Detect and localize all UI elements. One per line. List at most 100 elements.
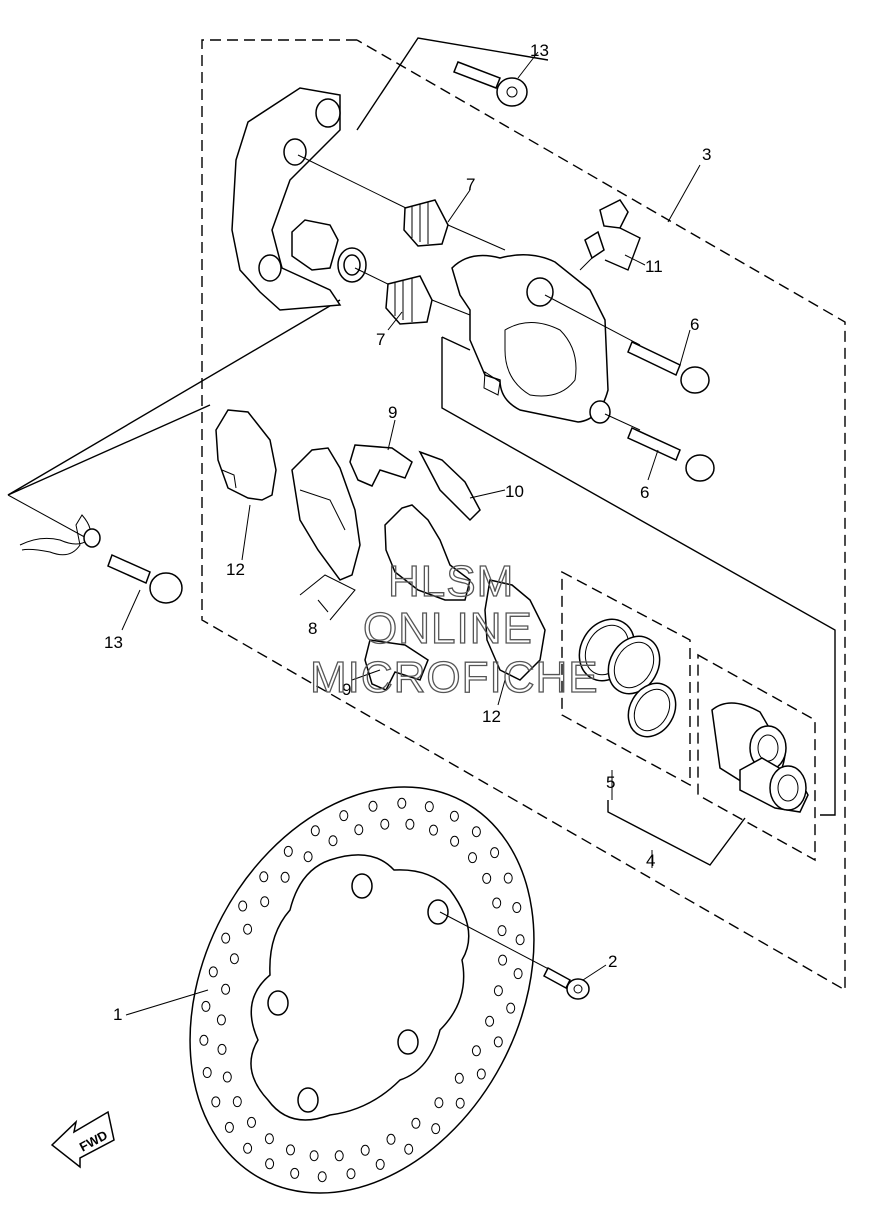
vent-hole bbox=[309, 1150, 319, 1162]
slide-boot-lower bbox=[385, 275, 471, 325]
callout-numbers: 1 2 3 4 5 6 6 7 7 8 9 9 10 11 12 12 13 1… bbox=[104, 41, 711, 1024]
seal-kit-boundary bbox=[561, 570, 691, 787]
vent-hole bbox=[208, 966, 218, 978]
callout-13-top: 13 bbox=[530, 41, 549, 60]
callout-3: 3 bbox=[702, 145, 711, 164]
watermark-line-3: MICROFICHE bbox=[310, 653, 599, 702]
pad-retainer bbox=[418, 450, 481, 522]
vent-hole bbox=[232, 1096, 242, 1108]
vent-hole bbox=[493, 1036, 503, 1048]
vent-hole bbox=[375, 1158, 385, 1170]
callout-11: 11 bbox=[645, 257, 663, 276]
callout-6-lower: 6 bbox=[640, 483, 649, 502]
vent-hole bbox=[247, 1116, 256, 1128]
vent-hole bbox=[211, 1096, 221, 1108]
brake-pad-left bbox=[291, 447, 361, 581]
vent-hole bbox=[429, 824, 438, 836]
vent-hole bbox=[386, 1133, 396, 1145]
vent-hole bbox=[468, 852, 477, 864]
callout-9-lower: 9 bbox=[342, 680, 351, 699]
disc-bolt bbox=[439, 911, 590, 1000]
vent-hole bbox=[328, 835, 338, 847]
vent-hole bbox=[221, 932, 231, 944]
vent-hole bbox=[303, 851, 313, 863]
callout-10: 10 bbox=[505, 482, 524, 501]
vent-hole bbox=[224, 1121, 234, 1133]
vent-hole bbox=[243, 1142, 253, 1154]
caliper-bracket bbox=[231, 87, 367, 311]
pad-spring-lower bbox=[364, 639, 429, 691]
vent-hole bbox=[476, 1068, 486, 1080]
callout-13-left: 13 bbox=[104, 633, 123, 652]
vent-hole bbox=[368, 800, 378, 812]
vent-hole bbox=[471, 1045, 481, 1057]
pad-shim-left bbox=[215, 409, 277, 501]
vent-hole bbox=[497, 925, 507, 937]
piston-seals bbox=[578, 618, 677, 738]
vent-hole bbox=[454, 1072, 464, 1084]
vent-hole bbox=[286, 1144, 295, 1156]
caliper-bolt-lower bbox=[604, 413, 715, 482]
vent-hole bbox=[221, 983, 231, 995]
watermark: HLSM ONLINE MICROFICHE bbox=[309, 556, 599, 702]
vent-hole bbox=[490, 847, 500, 859]
vent-hole bbox=[404, 1143, 414, 1155]
vent-hole bbox=[280, 871, 290, 883]
vent-hole bbox=[506, 1002, 516, 1014]
pad-pin-clip bbox=[19, 514, 101, 556]
vent-hole bbox=[515, 934, 525, 946]
vent-hole bbox=[498, 954, 508, 966]
vent-hole bbox=[229, 953, 239, 965]
callout-4: 4 bbox=[646, 851, 655, 870]
vent-hole bbox=[513, 968, 523, 980]
vent-hole bbox=[334, 1150, 344, 1162]
vent-hole bbox=[411, 1117, 421, 1129]
vent-hole bbox=[217, 1043, 227, 1055]
kit-bracket bbox=[607, 800, 746, 866]
vent-hole bbox=[260, 896, 270, 908]
vent-hole bbox=[431, 1123, 441, 1135]
vent-hole bbox=[492, 897, 502, 909]
vent-hole bbox=[360, 1144, 370, 1156]
callout-6-upper: 6 bbox=[690, 315, 699, 334]
slide-boot-upper bbox=[403, 199, 506, 251]
vent-hole bbox=[216, 1014, 226, 1026]
bracket-bolt-left bbox=[107, 553, 183, 604]
vent-hole bbox=[450, 835, 460, 847]
vent-hole bbox=[310, 825, 320, 837]
vent-hole bbox=[238, 900, 248, 912]
pistons bbox=[711, 702, 809, 813]
callout-9-upper: 9 bbox=[388, 403, 397, 422]
vent-hole bbox=[283, 845, 293, 857]
brake-disc bbox=[189, 786, 535, 1194]
vent-hole bbox=[202, 1067, 212, 1078]
callout-8: 8 bbox=[308, 619, 317, 638]
watermark-line-2: ONLINE bbox=[363, 604, 533, 653]
vent-hole bbox=[265, 1158, 275, 1170]
vent-hole bbox=[201, 1000, 211, 1012]
vent-hole bbox=[222, 1071, 232, 1083]
vent-hole bbox=[354, 824, 364, 836]
vent-hole bbox=[434, 1097, 444, 1109]
watermark-line-1: HLSM bbox=[388, 557, 514, 606]
vent-hole bbox=[290, 1167, 300, 1179]
vent-hole bbox=[471, 826, 481, 838]
vent-hole bbox=[380, 818, 390, 830]
callout-7-lower: 7 bbox=[376, 330, 385, 349]
vent-hole bbox=[339, 810, 349, 822]
callout-12-left: 12 bbox=[226, 560, 245, 579]
vent-hole bbox=[259, 871, 269, 883]
callout-12-right: 12 bbox=[482, 707, 501, 726]
fwd-arrow-icon: FWD bbox=[50, 1110, 115, 1169]
vent-hole bbox=[346, 1168, 356, 1180]
disc-vent-holes bbox=[199, 797, 525, 1183]
vent-hole bbox=[397, 797, 407, 809]
vent-hole bbox=[503, 872, 513, 884]
vent-hole bbox=[317, 1171, 327, 1183]
vent-hole bbox=[485, 1015, 495, 1027]
vent-hole bbox=[455, 1097, 465, 1109]
vent-hole bbox=[493, 985, 503, 997]
vent-hole bbox=[482, 872, 492, 884]
callout-1: 1 bbox=[113, 1005, 122, 1024]
